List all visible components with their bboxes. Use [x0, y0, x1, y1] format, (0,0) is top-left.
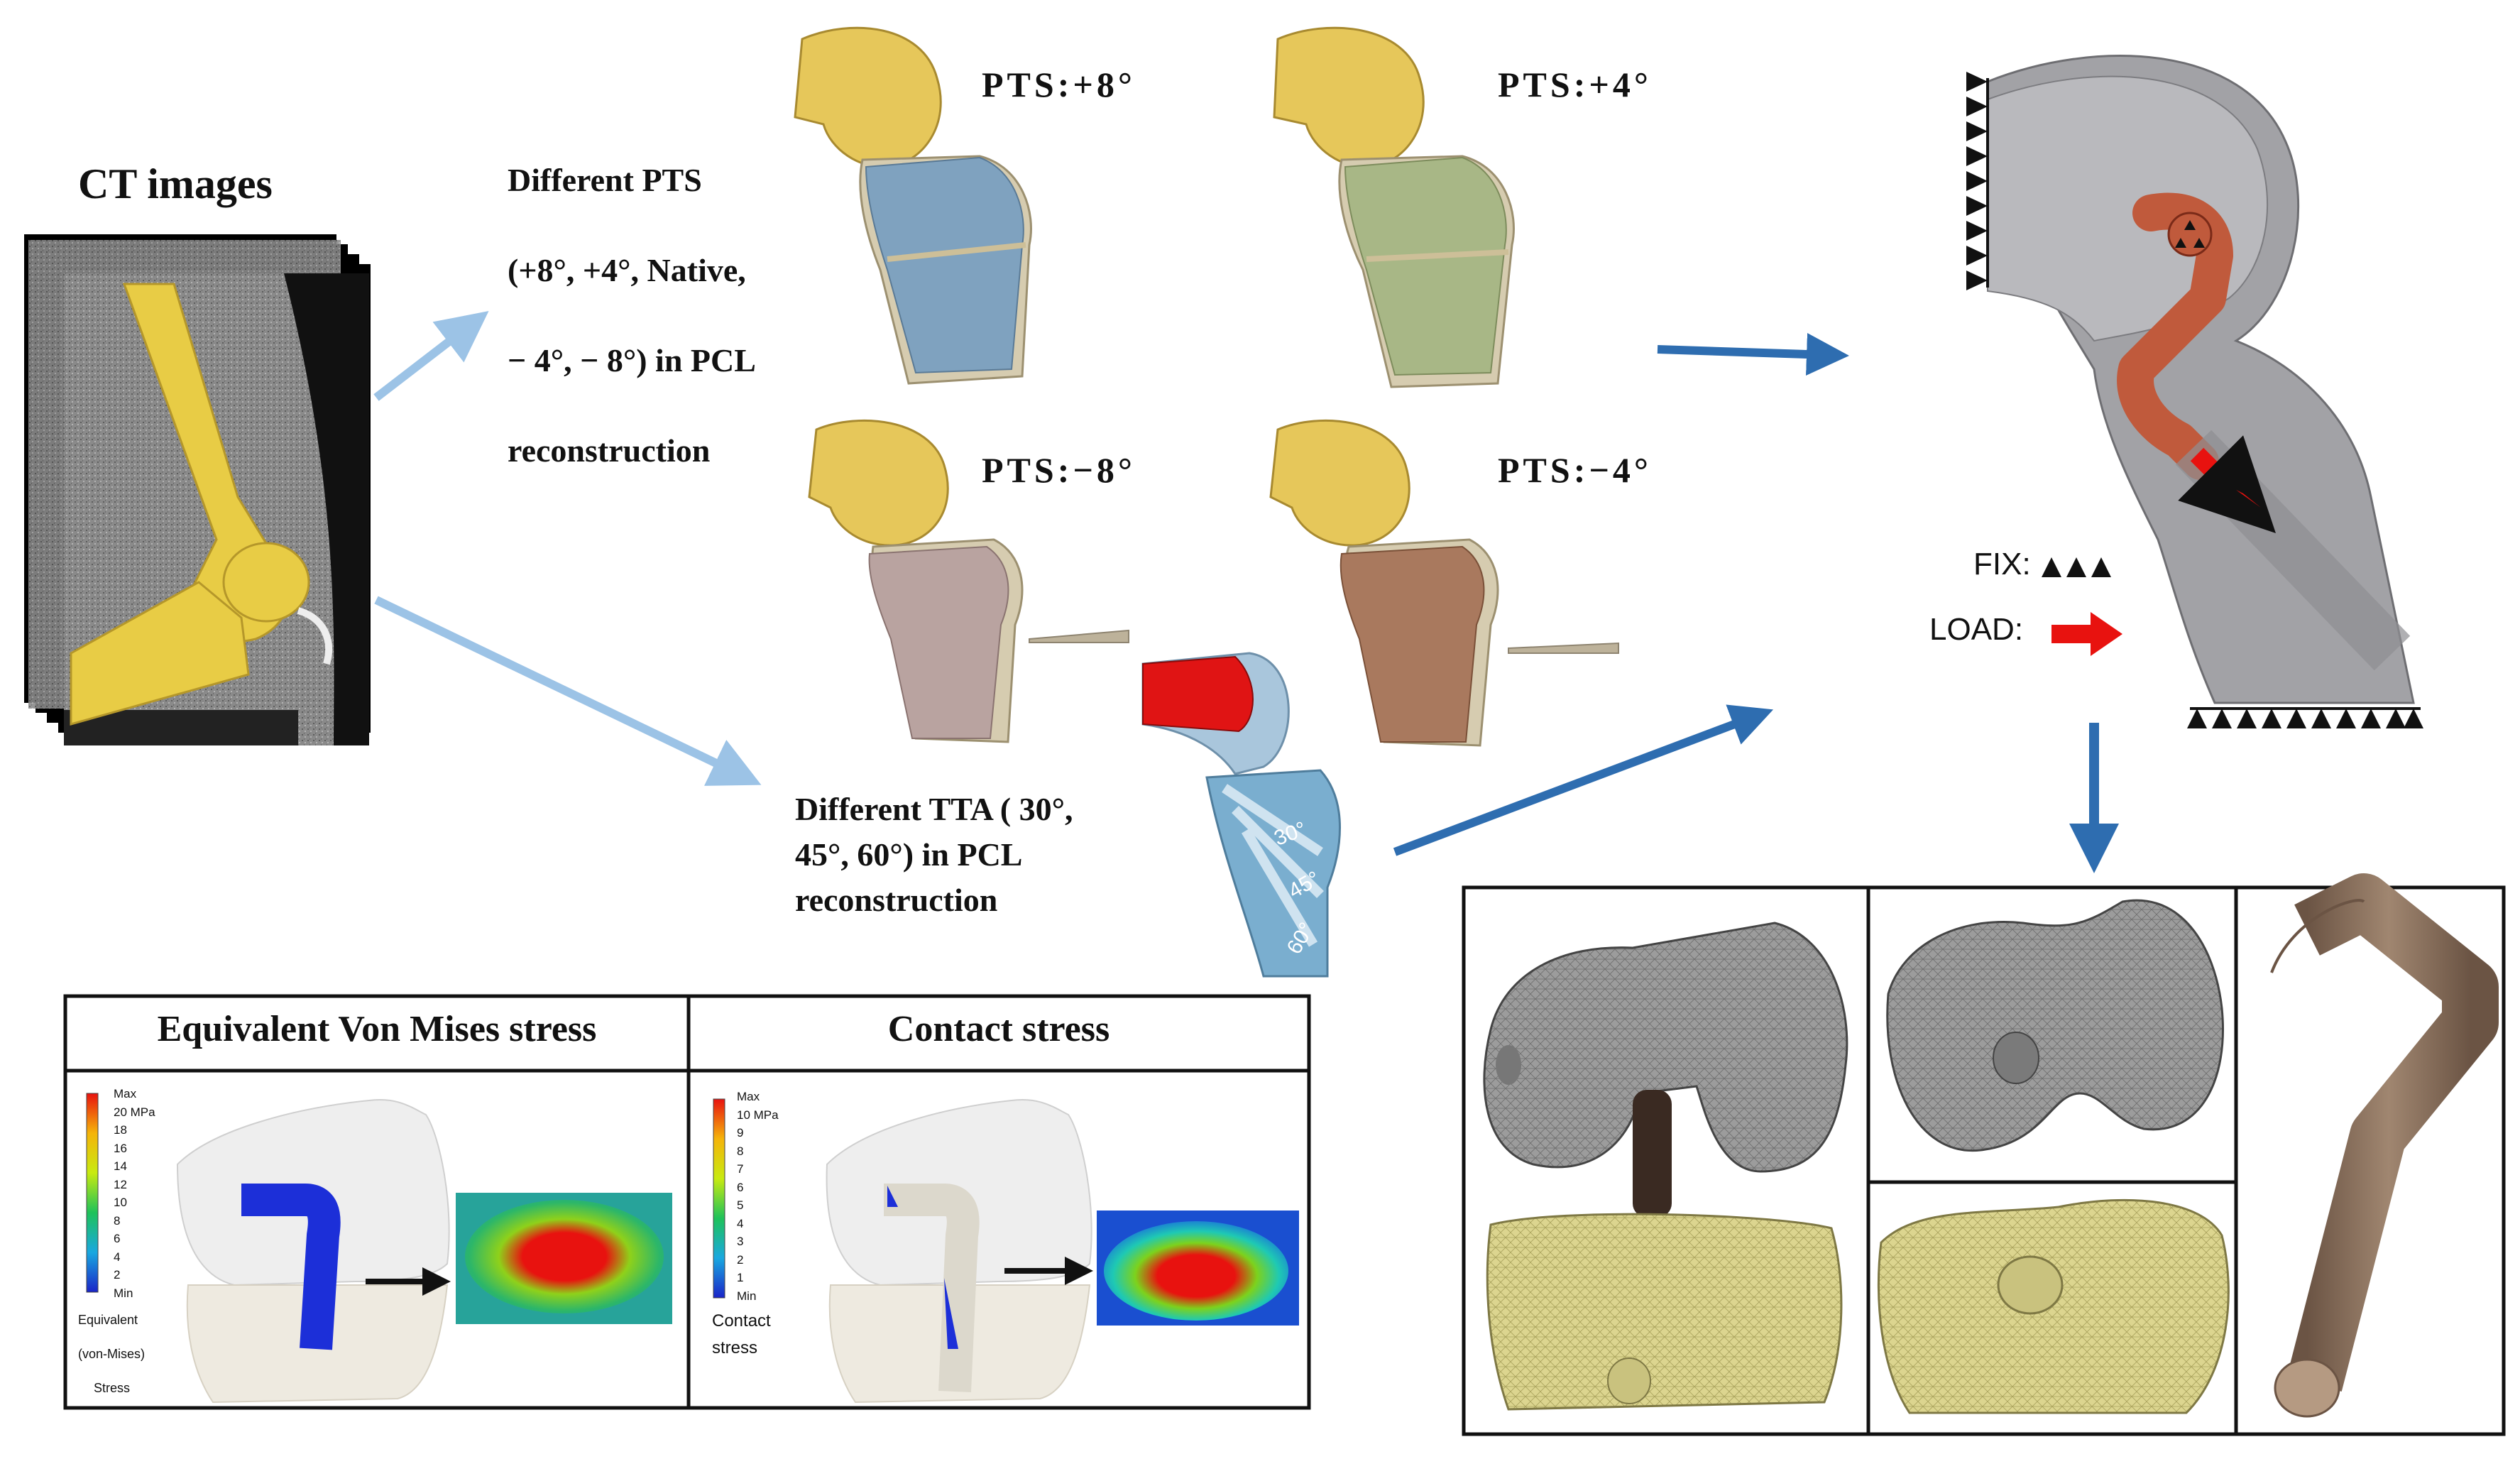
scale-tick: 4 — [114, 1250, 121, 1264]
fix-triangles-icon — [2042, 557, 2111, 577]
scale-tick: Min — [114, 1286, 133, 1300]
knee-model-pts-minus4 — [1269, 419, 1619, 747]
knee-model-pts-minus8 — [808, 419, 1129, 743]
tta-description-line: 45°, 60°) in PCL — [795, 836, 1023, 873]
mesh-panels — [1462, 873, 2506, 1436]
tta-description-line: reconstruction — [795, 882, 998, 918]
caption-line: (von-Mises) — [78, 1347, 146, 1361]
fea-boundary-model — [1966, 55, 2423, 728]
scale-tick: 10 — [114, 1196, 127, 1209]
scale-tick: 6 — [114, 1232, 121, 1245]
von-mises-caption: Equivalent (von-Mises) Stress — [78, 1303, 145, 1405]
pts-description-line: (+8°, +4°, Native, — [508, 252, 746, 288]
scale-tick: Max — [737, 1090, 760, 1103]
scale-tick: 4 — [737, 1216, 744, 1230]
scale-tick: 2 — [114, 1268, 121, 1282]
caption-line: Stress — [94, 1381, 131, 1395]
arrow-ct-to-tta — [374, 596, 762, 786]
panel-header-contact: Contact stress — [887, 1009, 1110, 1049]
label-pts-plus8: PTS:+8° — [982, 65, 1136, 104]
label-pts-plus4: PTS:+4° — [1498, 65, 1652, 104]
scale-tick: Max — [114, 1087, 137, 1100]
pts-description-line: Different PTS — [508, 162, 702, 198]
panel-header-von-mises: Equivalent Von Mises stress — [157, 1009, 597, 1049]
results-panels — [63, 994, 1311, 1410]
pts-description: Different PTS (+8°, +4°, Native, − 4°, −… — [508, 135, 756, 496]
arrow-pts-to-fea — [1657, 333, 1849, 376]
caption-line: Equivalent — [78, 1313, 138, 1327]
caption-line: Contact — [712, 1311, 771, 1330]
arrow-tta-to-fea — [1393, 704, 1774, 856]
knee-model-pts-plus8 — [794, 26, 1032, 385]
scale-tick: 20 MPa — [114, 1105, 155, 1119]
arrow-ct-to-pts — [373, 311, 489, 401]
scale-tick: 5 — [737, 1198, 744, 1212]
ct-image-stack — [24, 234, 371, 745]
scale-tick: 8 — [737, 1144, 744, 1158]
tta-description: Different TTA ( 30°, 45°, 60°) in PCL re… — [795, 787, 1073, 923]
tta-description-line: Different TTA ( 30°, — [795, 791, 1073, 827]
fix-label: FIX: — [1973, 547, 2031, 581]
von-mises-scale: Max 20 MPa 18 16 14 12 10 8 6 4 2 Min — [114, 1085, 155, 1302]
pts-description-line: − 4°, − 8°) in PCL — [508, 342, 756, 378]
label-pts-minus4: PTS:−4° — [1498, 450, 1652, 490]
contact-caption: Contact stress — [712, 1308, 771, 1362]
contact-scale: Max 10 MPa 9 8 7 6 5 4 3 2 1 Min — [737, 1088, 779, 1305]
scale-tick: 1 — [737, 1271, 744, 1284]
knee-model-pts-plus4 — [1273, 26, 1515, 388]
scale-tick: 9 — [737, 1126, 744, 1140]
scale-tick: 16 — [114, 1141, 127, 1155]
tta-model — [1141, 652, 1341, 978]
label-pts-minus8: PTS:−8° — [982, 450, 1136, 490]
scale-tick: 6 — [737, 1180, 744, 1194]
load-label: LOAD: — [1929, 612, 2024, 647]
scale-tick: 10 MPa — [737, 1108, 779, 1122]
scale-tick: 3 — [737, 1235, 744, 1248]
load-arrow-icon — [2051, 612, 2122, 656]
scale-tick: 7 — [737, 1162, 744, 1176]
pts-description-line: reconstruction — [508, 432, 711, 469]
scale-tick: 12 — [114, 1177, 127, 1191]
ct-title: CT images — [78, 160, 273, 207]
scale-tick: 2 — [737, 1252, 744, 1267]
scale-tick: Min — [737, 1289, 757, 1303]
scale-tick: 8 — [114, 1213, 121, 1228]
caption-line: stress — [712, 1338, 758, 1357]
scale-tick: 18 — [114, 1123, 127, 1137]
scale-tick: 14 — [114, 1159, 127, 1173]
